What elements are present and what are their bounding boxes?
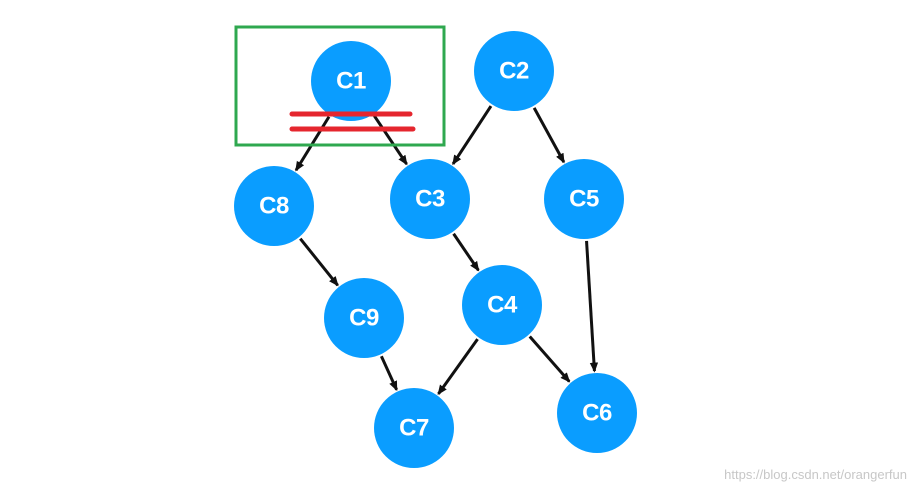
node-label: C1 xyxy=(336,67,366,94)
node-label: C4 xyxy=(487,291,518,318)
node-circle[interactable] xyxy=(234,166,314,246)
node-label: C9 xyxy=(349,304,379,331)
node-circle[interactable] xyxy=(324,278,404,358)
node-circle[interactable] xyxy=(462,265,542,345)
node-c9[interactable]: C9 xyxy=(324,278,404,358)
node-label: C5 xyxy=(569,185,599,212)
edge-c4-c6 xyxy=(528,335,571,383)
node-c2[interactable]: C2 xyxy=(474,31,554,111)
node-label: C3 xyxy=(415,185,445,212)
highlight-box xyxy=(234,25,446,147)
edge-c8-c9 xyxy=(299,237,339,287)
edge-c3-c4 xyxy=(452,232,480,272)
node-c8[interactable]: C8 xyxy=(234,166,314,246)
node-circle[interactable] xyxy=(474,31,554,111)
node-circle[interactable] xyxy=(557,373,637,453)
node-circle[interactable] xyxy=(544,159,624,239)
node-c5[interactable]: C5 xyxy=(544,159,624,239)
edge-c5-c6 xyxy=(585,240,599,373)
overlay-layer xyxy=(234,25,446,147)
node-c4[interactable]: C4 xyxy=(462,265,542,345)
node-c6[interactable]: C6 xyxy=(557,373,637,453)
edge-c1-c3 xyxy=(373,115,408,166)
node-circle[interactable] xyxy=(374,388,454,468)
node-circle[interactable] xyxy=(390,159,470,239)
node-c1[interactable]: C1 xyxy=(311,41,391,121)
node-circle[interactable] xyxy=(311,41,391,121)
node-label: C2 xyxy=(499,57,529,84)
node-label: C8 xyxy=(259,192,289,219)
watermark-text: https://blog.csdn.net/orangerfun xyxy=(724,467,907,482)
edges-layer xyxy=(294,105,599,396)
edge-c9-c7 xyxy=(380,355,398,392)
node-label: C6 xyxy=(582,399,612,426)
edge-c2-c3 xyxy=(451,105,493,166)
node-c3[interactable]: C3 xyxy=(390,159,470,239)
node-c7[interactable]: C7 xyxy=(374,388,454,468)
node-label: C7 xyxy=(399,414,429,441)
edge-c4-c7 xyxy=(437,338,479,396)
edge-c2-c5 xyxy=(532,107,566,164)
